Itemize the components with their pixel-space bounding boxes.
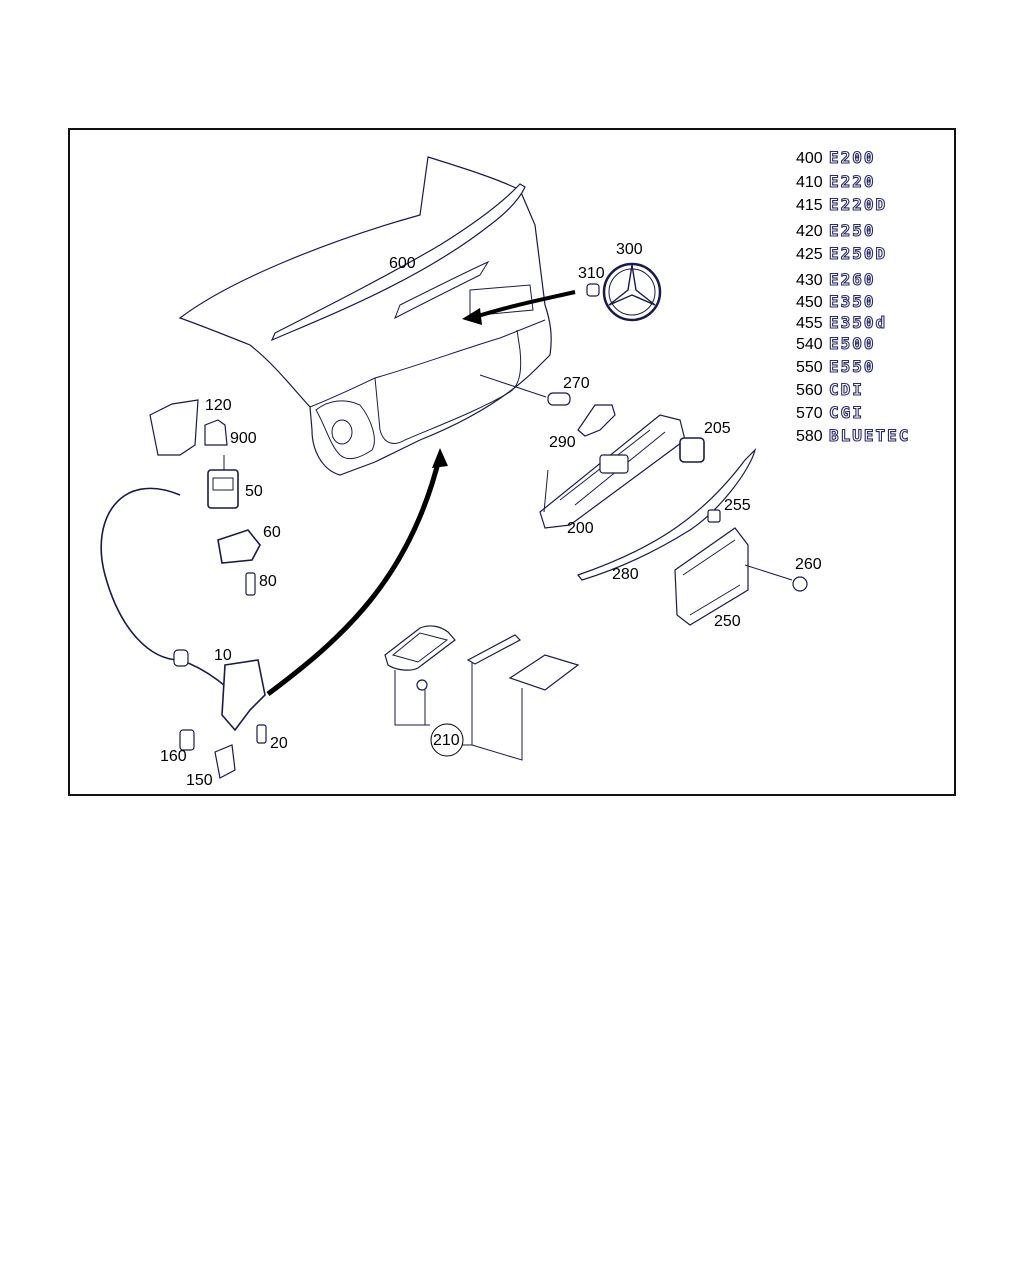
legend-badge: BLUETEC bbox=[829, 426, 910, 445]
latch-10 bbox=[173, 649, 267, 744]
legend-number: 560 bbox=[796, 382, 823, 399]
legend-badge: E350d bbox=[829, 313, 887, 332]
plate-holder-250 bbox=[674, 527, 749, 626]
bumper-150 bbox=[214, 744, 236, 779]
callout-205: 205 bbox=[704, 420, 731, 437]
callout-120: 120 bbox=[205, 397, 232, 414]
actuator-60 bbox=[217, 529, 261, 564]
legend-number: 450 bbox=[796, 294, 823, 311]
callout-270: 270 bbox=[563, 375, 590, 392]
legend-badge: E550 bbox=[829, 357, 876, 376]
trim-strip-280 bbox=[577, 448, 757, 581]
clip-255 bbox=[707, 509, 721, 523]
diagram-frame bbox=[68, 128, 956, 796]
model-badge-legend: 400 E200 410 E220 415 E220D 420 E250 425 E250D 430… bbox=[796, 147, 910, 445]
callout-255: 255 bbox=[724, 497, 751, 514]
callout-160: 160 bbox=[160, 748, 187, 765]
legend-number: 425 bbox=[796, 246, 823, 263]
legend-badge: E200 bbox=[829, 148, 876, 167]
legend-badge: E250D bbox=[829, 244, 887, 263]
legend-badge: E250 bbox=[829, 221, 876, 240]
legend-badge: E260 bbox=[829, 270, 876, 289]
legend-number: 400 bbox=[796, 150, 823, 167]
lock-50 bbox=[207, 455, 239, 509]
bracket-290 bbox=[577, 404, 616, 437]
legend-number: 410 bbox=[796, 174, 823, 191]
switch-205 bbox=[679, 437, 705, 463]
bolt-160 bbox=[179, 729, 195, 751]
callout-900: 900 bbox=[230, 430, 257, 447]
star-emblem bbox=[586, 262, 662, 322]
part-group-210 bbox=[384, 625, 580, 761]
callout-50: 50 bbox=[245, 483, 263, 500]
callout-280: 280 bbox=[612, 566, 639, 583]
arrows bbox=[266, 290, 576, 696]
callout-200: 200 bbox=[567, 520, 594, 537]
trunk-lid bbox=[178, 156, 552, 476]
callout-20: 20 bbox=[270, 735, 288, 752]
callout-150: 150 bbox=[186, 772, 213, 789]
callout-10: 10 bbox=[214, 647, 232, 664]
legend-badge: E350 bbox=[829, 292, 876, 311]
legend-number: 455 bbox=[796, 315, 823, 332]
handle-200 bbox=[539, 414, 686, 529]
callout-600: 600 bbox=[389, 255, 416, 272]
legend-badge: E220D bbox=[829, 195, 887, 214]
legend-number: 570 bbox=[796, 405, 823, 422]
legend-badge: CDI bbox=[829, 380, 864, 399]
legend-number: 430 bbox=[796, 272, 823, 289]
callout-260: 260 bbox=[795, 556, 822, 573]
cover-120 bbox=[149, 399, 199, 456]
callout-60: 60 bbox=[263, 524, 281, 541]
callout-250: 250 bbox=[714, 613, 741, 630]
legend-number: 420 bbox=[796, 223, 823, 240]
legend-number: 580 bbox=[796, 428, 823, 445]
callout-300: 300 bbox=[616, 241, 643, 258]
legend-number: 540 bbox=[796, 336, 823, 353]
legend-badge: E500 bbox=[829, 334, 876, 353]
bolt-80 bbox=[245, 572, 256, 596]
callout-80: 80 bbox=[259, 573, 277, 590]
callout-290: 290 bbox=[549, 434, 576, 451]
plug-270 bbox=[479, 374, 571, 406]
screw-260 bbox=[744, 564, 808, 592]
callout-210: 210 bbox=[433, 732, 460, 749]
legend-badge: E220 bbox=[829, 172, 876, 191]
spoiler-strip bbox=[270, 183, 526, 342]
callout-310: 310 bbox=[578, 265, 605, 282]
legend-badge: CGI bbox=[829, 403, 864, 422]
legend-number: 415 bbox=[796, 197, 823, 214]
callout-labels: 600 300 310 270 290 205 200 255 280 260 … bbox=[160, 241, 822, 789]
release-cable bbox=[100, 487, 241, 701]
plate-900 bbox=[204, 419, 228, 446]
legend-number: 550 bbox=[796, 359, 823, 376]
